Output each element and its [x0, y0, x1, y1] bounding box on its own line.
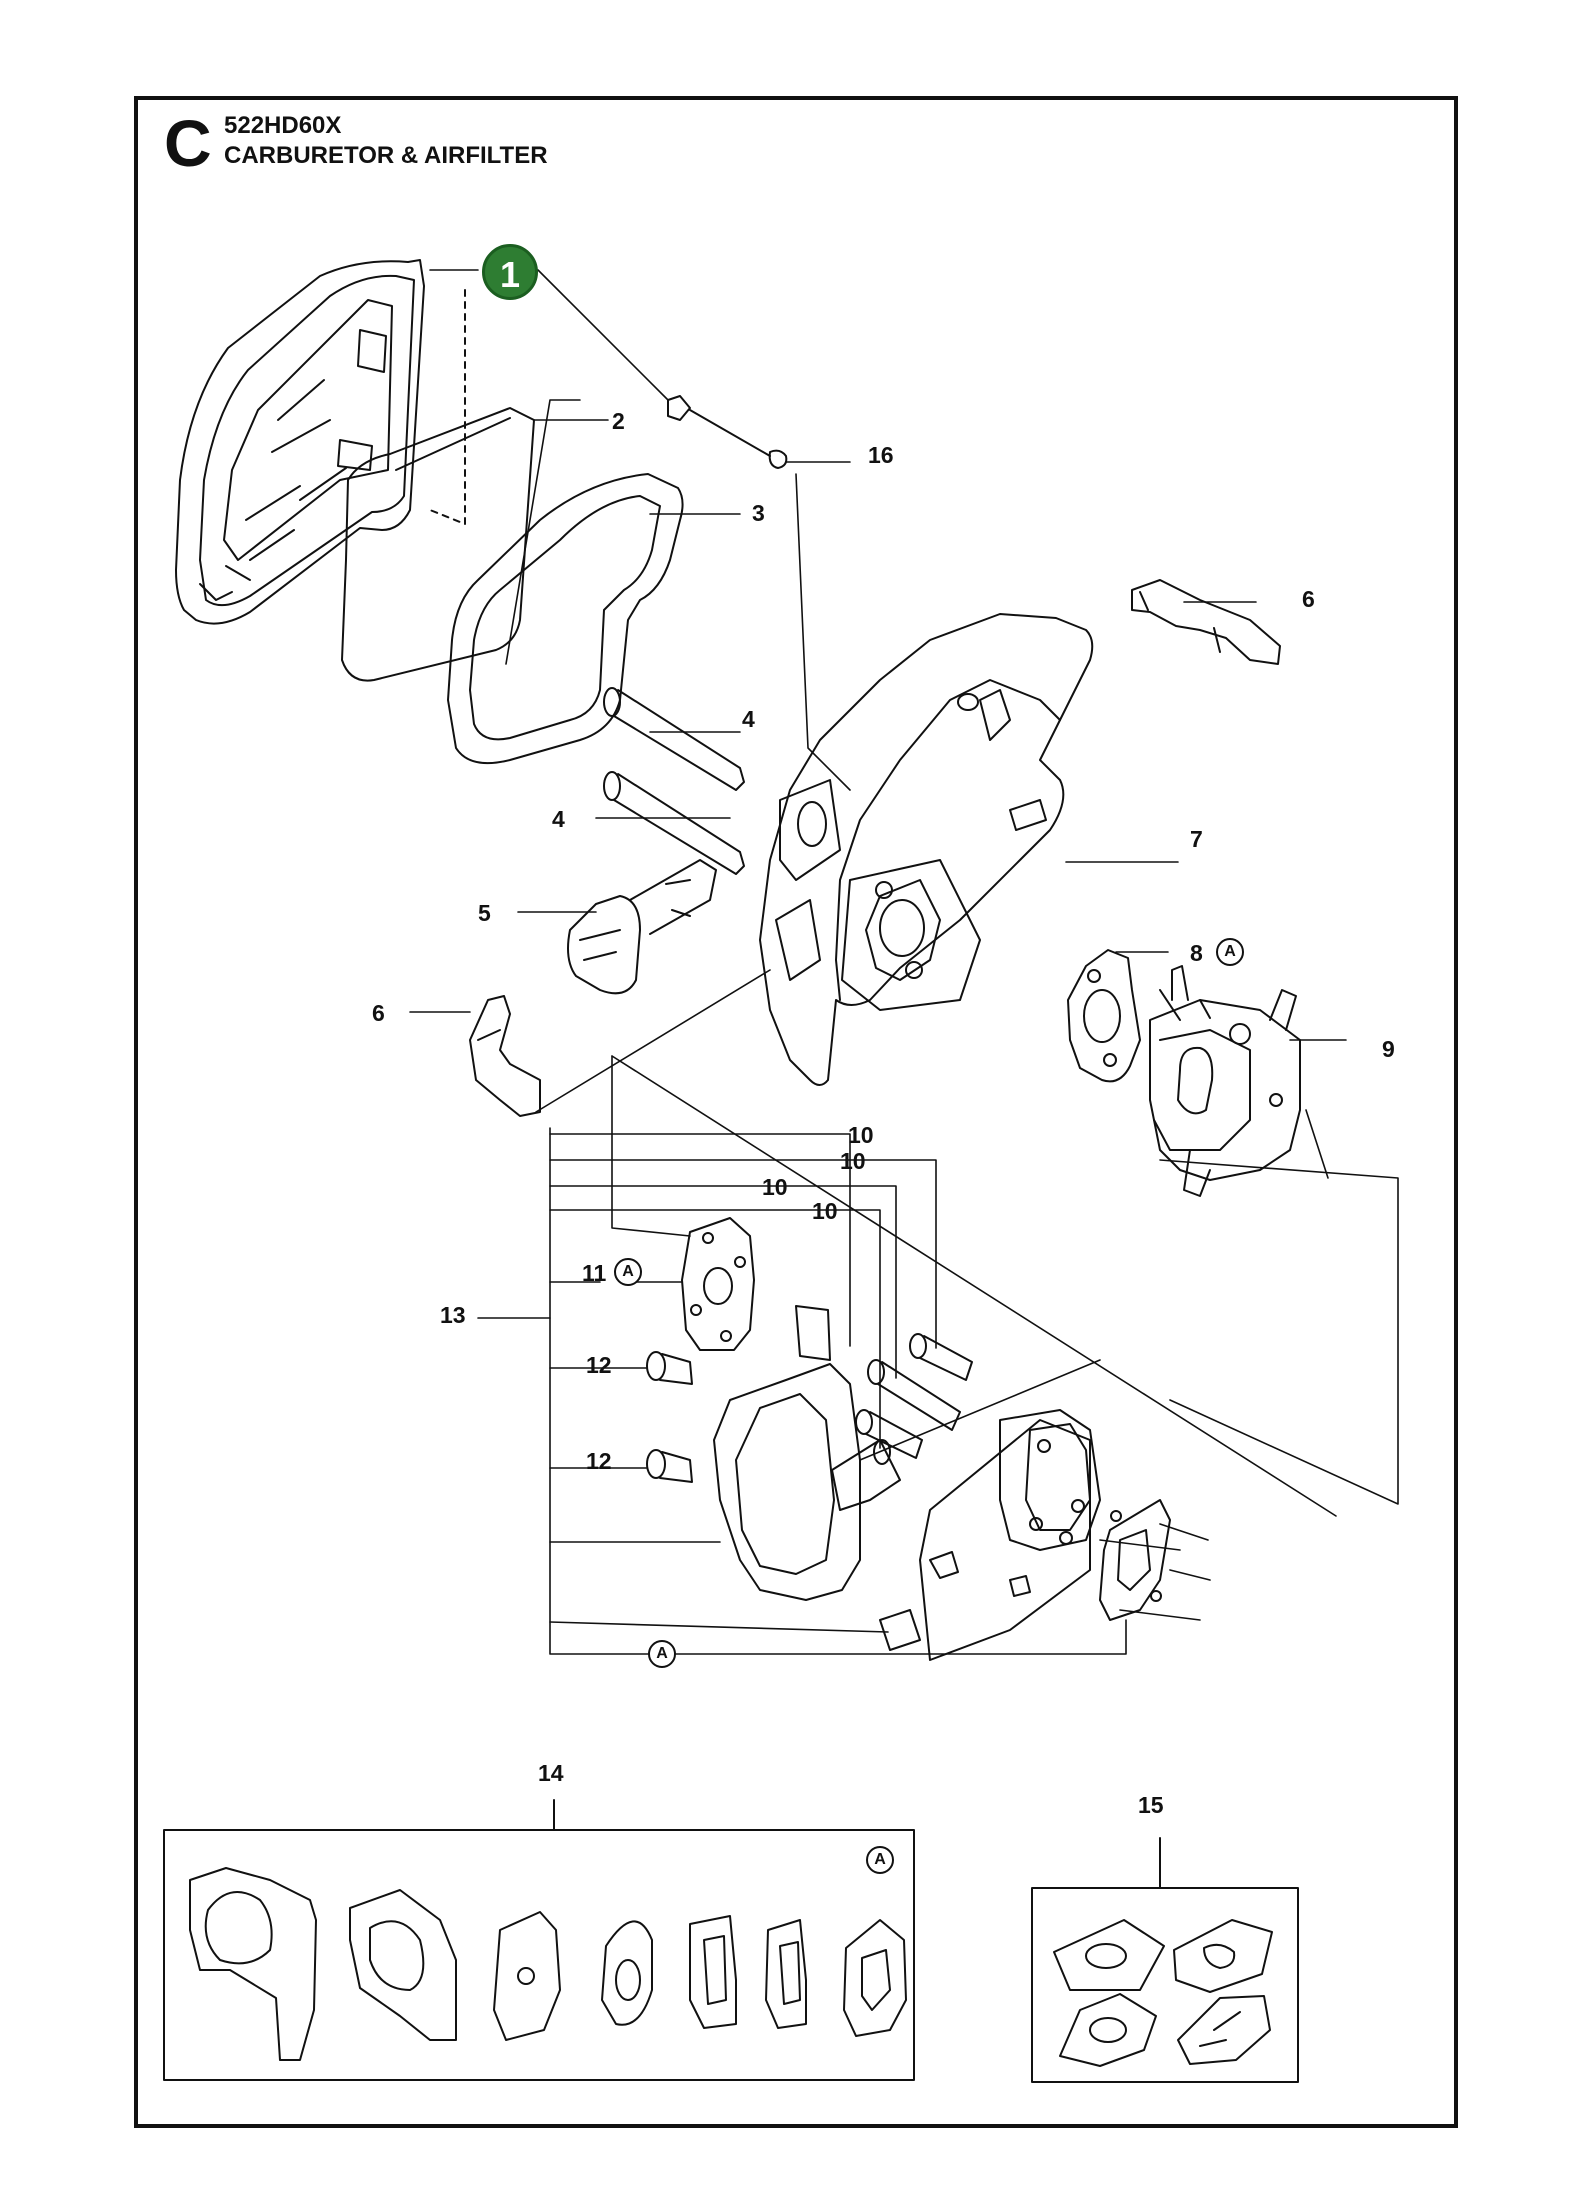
gasket-intake: [1099, 1499, 1171, 1621]
dashed-assembly-line: [429, 289, 466, 525]
callout-12-upper: 12: [586, 1352, 612, 1378]
callout-7: 7: [1190, 826, 1203, 852]
intake-adapter-13: [713, 1305, 1101, 1661]
callout-3: 3: [752, 500, 765, 526]
callout-6-lower: 6: [372, 1000, 385, 1026]
section-letter: C: [164, 106, 212, 180]
callout-12-lower: 12: [586, 1448, 612, 1474]
callout-10-a: 10: [848, 1122, 874, 1148]
callout-13: 13: [440, 1302, 466, 1328]
callout-5: 5: [478, 900, 491, 926]
page-title: CARBURETOR & AIRFILTER: [224, 142, 548, 169]
carburetor-housing-7: [759, 613, 1094, 1086]
callout-10-b: 10: [840, 1148, 866, 1174]
callout-16: 16: [868, 442, 894, 468]
gasket-8: [1067, 949, 1141, 1083]
callout-15: 15: [1138, 1792, 1164, 1818]
callout-6-upper: 6: [1302, 586, 1315, 612]
model-number: 522HD60X: [224, 112, 342, 139]
clip-6-upper: [1131, 579, 1281, 665]
callout-4-upper: 4: [742, 706, 755, 732]
callout-10-c: 10: [762, 1174, 788, 1200]
choke-lever-5: [567, 859, 717, 995]
screws-10: [855, 1333, 973, 1465]
filter-element: [341, 407, 535, 682]
page-frame: [134, 96, 1458, 2128]
ref-marker-a: A: [1216, 938, 1244, 966]
ref-marker-a: A: [866, 1846, 894, 1874]
clip-6-lower: [469, 995, 541, 1117]
filter-frame: [447, 473, 684, 764]
callout-10-d: 10: [812, 1198, 838, 1224]
callout-2: 2: [612, 408, 625, 434]
leader-lines: [409, 269, 1399, 1655]
ref-marker-a: A: [648, 1640, 676, 1668]
item-1-badge: 1: [482, 244, 538, 300]
screw-12-lower: [646, 1449, 693, 1483]
screw-4-upper: [603, 687, 745, 791]
gasket-11: [681, 1217, 755, 1351]
callout-8: 8: [1190, 940, 1203, 966]
air-filter-cover: [175, 259, 425, 625]
carburetor-9: [1149, 965, 1301, 1197]
screw-12-upper: [646, 1351, 693, 1385]
ref-marker-a: A: [614, 1258, 642, 1286]
callout-14: 14: [538, 1760, 564, 1786]
kit-14-box: [163, 1799, 915, 2081]
callout-4-lower: 4: [552, 806, 565, 832]
fastener-16: [667, 395, 788, 469]
kit-15-box: [1031, 1837, 1299, 2083]
screw-4-lower: [603, 771, 745, 875]
callout-11: 11: [582, 1260, 607, 1286]
callout-9: 9: [1382, 1036, 1395, 1062]
